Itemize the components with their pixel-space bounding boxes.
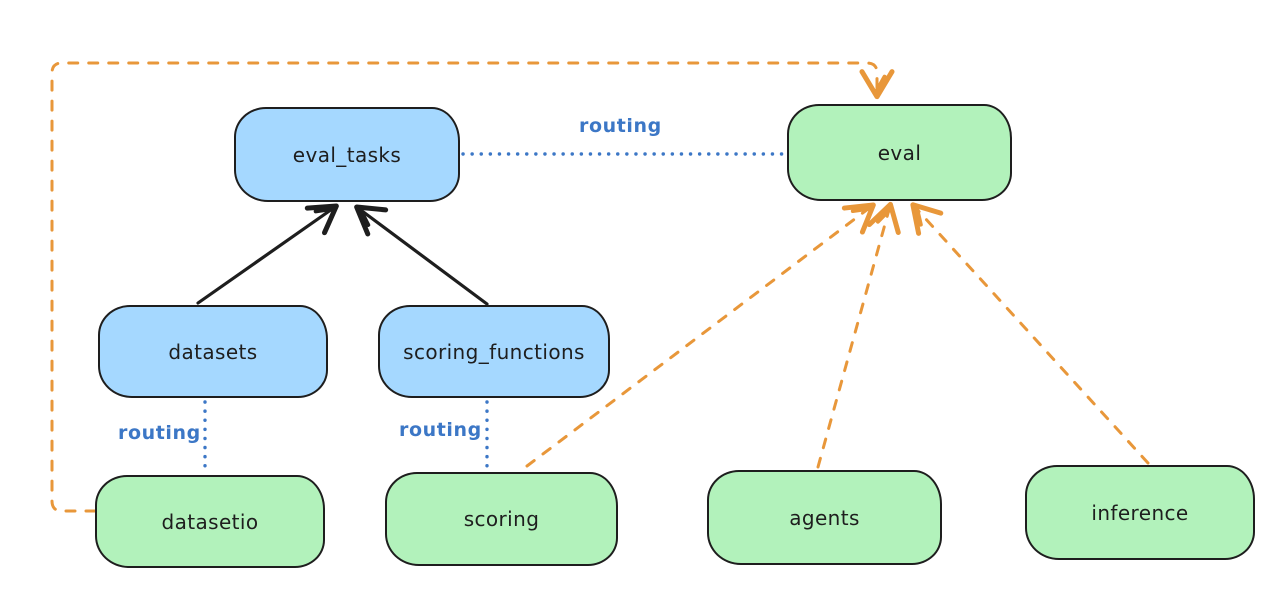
edge-label-routing-datasets-datasetio: routing (118, 422, 201, 444)
node-scoring: scoring (385, 472, 618, 566)
node-eval: eval (787, 104, 1012, 201)
edge-datasetio-to-eval (50, 61, 895, 513)
node-datasets: datasets (98, 305, 328, 398)
node-datasets-label: datasets (168, 339, 258, 364)
edge-inference-to-eval (910, 202, 1150, 465)
node-eval-label: eval (877, 140, 922, 165)
node-eval-tasks: eval_tasks (234, 107, 460, 202)
node-scoring-label: scoring (463, 507, 540, 531)
edge-datasets-to-eval-tasks (196, 203, 339, 305)
node-agents-label: agents (789, 505, 860, 530)
edge-scoring-to-eval (525, 202, 876, 468)
edge-agents-to-eval (816, 201, 901, 469)
edge-label-routing-scoring-functions-scoring: routing (399, 419, 482, 441)
node-scoring-functions-label: scoring_functions (403, 339, 585, 364)
node-inference-label: inference (1091, 500, 1189, 525)
node-eval-tasks-label: eval_tasks (292, 142, 402, 167)
node-inference: inference (1025, 465, 1255, 560)
node-datasetio-label: datasetio (161, 509, 259, 534)
node-datasetio: datasetio (95, 475, 325, 568)
node-scoring-functions: scoring_functions (378, 305, 610, 398)
edge-label-routing-eval-tasks-eval: routing (579, 115, 662, 137)
node-agents: agents (707, 470, 942, 565)
edge-scoring-functions-to-eval-tasks (354, 204, 489, 306)
